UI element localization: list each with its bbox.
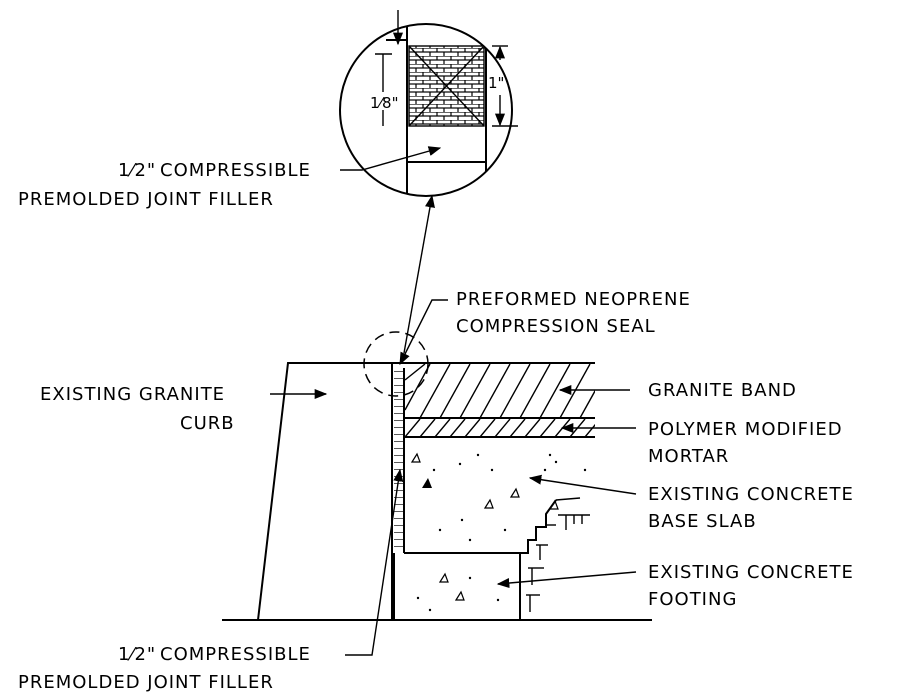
broken-edge (520, 499, 557, 554)
base-slab-label: EXISTING CONCRETE BASE SLAB (528, 474, 854, 532)
svg-text:EXISTING CONCRETE: EXISTING CONCRETE (648, 484, 854, 505)
svg-text:CURB: CURB (180, 413, 235, 434)
detail-callout-circle (363, 331, 429, 397)
svg-text:EXISTING GRANITE: EXISTING GRANITE (40, 384, 225, 405)
svg-text:BASE SLAB: BASE SLAB (648, 511, 757, 532)
svg-text:PREMOLDED JOINT FILLER: PREMOLDED JOINT FILLER (18, 189, 274, 210)
main-section (222, 331, 652, 621)
svg-text:COMPRESSIBLE: COMPRESSIBLE (160, 160, 311, 181)
svg-text:COMPRESSION SEAL: COMPRESSION SEAL (456, 316, 656, 337)
granite-band-hatch (405, 364, 595, 418)
svg-text:PREFORMED NEOPRENE: PREFORMED NEOPRENE (456, 289, 691, 310)
mortar-hatch (405, 419, 595, 437)
svg-text:MORTAR: MORTAR (648, 446, 729, 467)
concrete-aggregate (410, 452, 587, 612)
footing-label: EXISTING CONCRETE FOOTING (496, 562, 854, 610)
mortar-label: POLYMER MODIFIED MORTAR (560, 419, 843, 467)
broken-edge-ticks (526, 514, 590, 612)
neoprene-label: PREFORMED NEOPRENE COMPRESSION SEAL (399, 289, 691, 366)
svg-text:1⁄2": 1⁄2" (118, 644, 156, 665)
svg-text:GRANITE BAND: GRANITE BAND (648, 380, 797, 401)
svg-text:1⁄2": 1⁄2" (118, 160, 156, 181)
enlarged-detail: 1⁄8" 1" (339, 10, 518, 197)
curb-label: EXISTING GRANITE CURB (40, 384, 328, 434)
svg-text:POLYMER MODIFIED: POLYMER MODIFIED (648, 419, 843, 440)
svg-text:PREMOLDED JOINT FILLER: PREMOLDED JOINT FILLER (18, 672, 274, 692)
gap-dim-text: 1⁄8" (370, 94, 399, 112)
bottom-filler-label: 1⁄2" COMPRESSIBLE PREMOLDED JOINT FILLER (18, 468, 404, 692)
svg-text:FOOTING: FOOTING (648, 589, 737, 610)
top-filler-label: 1⁄2" COMPRESSIBLE PREMOLDED JOINT FILLER (18, 146, 442, 210)
joint-filler-strip (394, 368, 404, 553)
granite-curb (257, 362, 393, 621)
depth-dim-text: 1" (488, 74, 504, 92)
detail-callout-leader (403, 194, 435, 354)
svg-text:COMPRESSIBLE: COMPRESSIBLE (160, 644, 311, 665)
granite-band-label: GRANITE BAND (558, 380, 797, 401)
svg-text:EXISTING CONCRETE: EXISTING CONCRETE (648, 562, 854, 583)
